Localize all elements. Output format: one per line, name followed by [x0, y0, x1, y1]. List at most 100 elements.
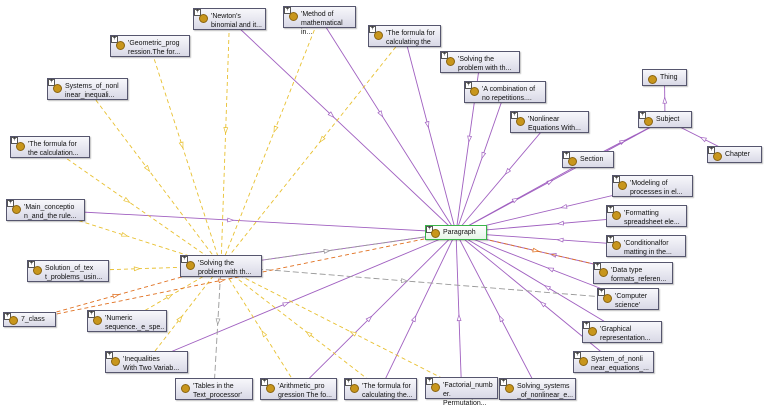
property-edge — [146, 265, 222, 363]
individual-icon — [612, 241, 621, 250]
node-modeling-processes[interactable]: + 'Modeling of processes in el... — [612, 175, 693, 197]
node-newtons-binomial[interactable]: + 'Newton's binomial and it... — [193, 8, 266, 30]
instance-edge — [146, 232, 457, 363]
edge-arrowhead — [456, 313, 462, 322]
individual-icon — [199, 14, 208, 23]
node-arithmetic-progression[interactable]: + 'Arithmetic_pro gression The fo... — [260, 378, 337, 400]
property-edge — [220, 265, 462, 389]
node-tables-text-processor[interactable]: 'Tables in the Text_processor' — [175, 378, 253, 400]
expand-icon[interactable]: + — [500, 379, 507, 386]
individual-icon — [266, 384, 275, 393]
edge-arrowhead — [411, 314, 417, 323]
edge-arrowhead — [349, 331, 357, 337]
node-solving-main[interactable]: + 'Solving the problem with th... — [180, 255, 262, 277]
edge-arrowhead — [282, 302, 290, 308]
individual-icon — [350, 384, 359, 393]
property-edge — [220, 16, 320, 267]
expand-icon[interactable]: + — [181, 256, 188, 263]
individual-icon — [289, 12, 298, 21]
node-formatting-spreadsheet[interactable]: + 'Formatting spreadsheet ele... — [606, 205, 687, 227]
expand-icon[interactable]: + — [284, 7, 291, 14]
expand-icon[interactable]: + — [583, 322, 590, 329]
node-main-conception[interactable]: + 'Main_conceptio n_and_the rule... — [6, 199, 85, 221]
expand-icon[interactable]: + — [607, 206, 614, 213]
node-chapter[interactable]: + Chapter — [707, 146, 762, 163]
individual-icon — [53, 84, 62, 93]
individual-icon — [612, 211, 621, 220]
instance-edge — [455, 121, 550, 233]
expand-icon[interactable]: + — [598, 289, 605, 296]
node-data-type-formats[interactable]: + 'Data type formats_referen... — [593, 262, 673, 284]
property-edge — [87, 88, 222, 267]
expand-icon[interactable]: + — [607, 236, 614, 243]
node-system-nonlinear-equations[interactable]: + System_of_nonli near_equations_... — [573, 351, 654, 373]
expand-icon[interactable]: + — [511, 112, 518, 119]
expand-icon[interactable]: + — [106, 352, 113, 359]
expand-icon[interactable]: + — [111, 36, 118, 43]
expand-icon[interactable]: + — [465, 82, 472, 89]
node-combination-no-repetitions[interactable]: + 'A combination of no repetitions.... — [464, 81, 546, 103]
individual-icon — [618, 181, 627, 190]
property-edge — [149, 45, 222, 267]
edge-arrowhead — [539, 300, 547, 308]
class-icon — [648, 75, 657, 84]
node-solving-problem-top[interactable]: + 'Solving the problem with th... — [440, 51, 520, 73]
expand-icon[interactable]: + — [345, 379, 352, 386]
node-formula-calculation-left[interactable]: + 'The formula for the calculation... — [10, 136, 90, 158]
edge-arrowhead — [305, 331, 313, 338]
edge-arrowhead — [165, 294, 174, 300]
node-systems-nonlinear-inequalities[interactable]: + Systems_of_nonl inear_inequali... — [47, 78, 128, 100]
node-nonlinear-equations[interactable]: + 'Nonlinear Equations With... — [510, 111, 589, 133]
individual-icon — [599, 268, 608, 277]
node-inequalities-two-variables[interactable]: + 'Inequalities With Two Variab... — [105, 351, 188, 373]
edge-arrowhead — [377, 110, 384, 118]
relation-edge — [213, 265, 222, 390]
node-graphical-representation[interactable]: + 'Graphical representation... — [582, 321, 662, 343]
individual-icon — [374, 31, 383, 40]
node-computer-science[interactable]: + 'Computer science' — [597, 288, 659, 310]
node-paragraph[interactable]: + Paragraph — [425, 225, 487, 240]
expand-icon[interactable]: + — [194, 9, 201, 16]
edge-arrowhead — [327, 111, 335, 119]
edge-arrowhead — [121, 232, 129, 237]
expand-icon[interactable]: + — [708, 147, 715, 154]
node-numeric-sequence[interactable]: + 'Numeric sequence._e_spe... — [87, 310, 167, 332]
node-thing[interactable]: Thing — [642, 69, 687, 86]
expand-icon[interactable]: + — [369, 26, 376, 33]
node-7-class[interactable]: + 7_class — [3, 312, 56, 327]
edge-arrowhead — [273, 125, 279, 134]
expand-icon[interactable]: + — [441, 52, 448, 59]
individual-icon — [516, 117, 525, 126]
edge-arrowhead — [532, 247, 540, 253]
expand-icon[interactable]: + — [48, 79, 55, 86]
expand-icon[interactable]: + — [563, 152, 570, 159]
individual-icon — [505, 384, 514, 393]
node-conditional-formatting[interactable]: + 'Conditionalfor matting in the... — [606, 235, 686, 257]
individual-icon — [588, 327, 597, 336]
expand-icon[interactable]: + — [261, 379, 268, 386]
expand-icon[interactable]: + — [28, 261, 35, 268]
expand-icon[interactable]: + — [11, 137, 18, 144]
edge-arrowhead — [223, 127, 229, 135]
expand-icon[interactable]: + — [594, 263, 601, 270]
instance-edge — [319, 16, 457, 233]
expand-icon[interactable]: + — [613, 176, 620, 183]
node-solving-systems-nonlinear[interactable]: + Solving_systems _of_nonlinear_e... — [499, 378, 576, 400]
expand-icon[interactable]: + — [426, 378, 433, 385]
node-section[interactable]: + Section — [562, 151, 614, 168]
node-factorial-number[interactable]: + 'Factorial_numb er. Permutation... — [425, 377, 498, 407]
node-formula-calculating-bottom[interactable]: + 'The formula for calculating the... — [344, 378, 417, 400]
expand-icon[interactable]: + — [574, 352, 581, 359]
instance-edge — [455, 232, 538, 390]
node-method-mathematical[interactable]: + 'Method of mathematical in... — [283, 6, 356, 36]
edge-arrowhead — [543, 285, 552, 291]
node-solution-text-problems[interactable]: + Solution_of_tex t_problems_usin... — [27, 260, 109, 282]
node-geometric-progression[interactable]: + 'Geometric_prog ression.The for... — [110, 35, 190, 57]
expand-icon[interactable]: + — [88, 311, 95, 318]
expand-icon[interactable]: + — [7, 200, 14, 207]
node-formula-calculating-top[interactable]: + 'The formula for calculating the — [368, 25, 441, 47]
node-subject[interactable]: + Subject — [638, 111, 692, 128]
expand-icon[interactable]: + — [639, 112, 646, 119]
relation-edge — [29, 265, 222, 320]
